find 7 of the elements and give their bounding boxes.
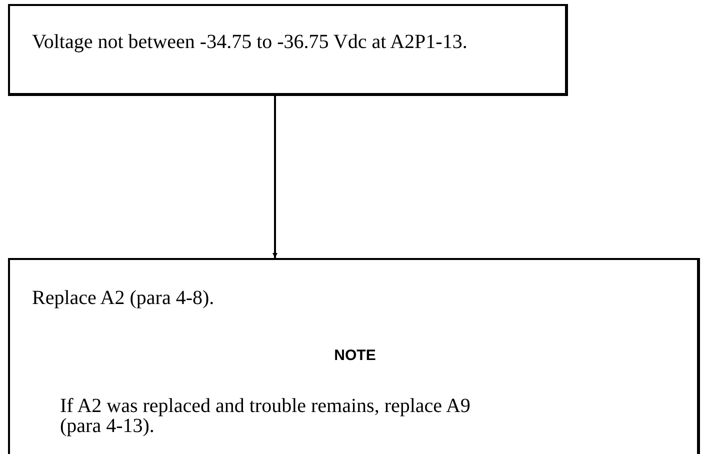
condition-text: Voltage not between -34.75 to -36.75 Vdc at A2P1-13. <box>32 32 468 52</box>
note-text: If A2 was replaced and trouble remains, replace A9 (para 4-13). <box>60 396 472 436</box>
instruction-text: Replace A2 (para 4-8). <box>32 288 216 308</box>
process-box <box>8 4 568 96</box>
process-box <box>8 258 700 454</box>
note-heading: NOTE <box>333 346 377 366</box>
arrow <box>272 96 278 258</box>
